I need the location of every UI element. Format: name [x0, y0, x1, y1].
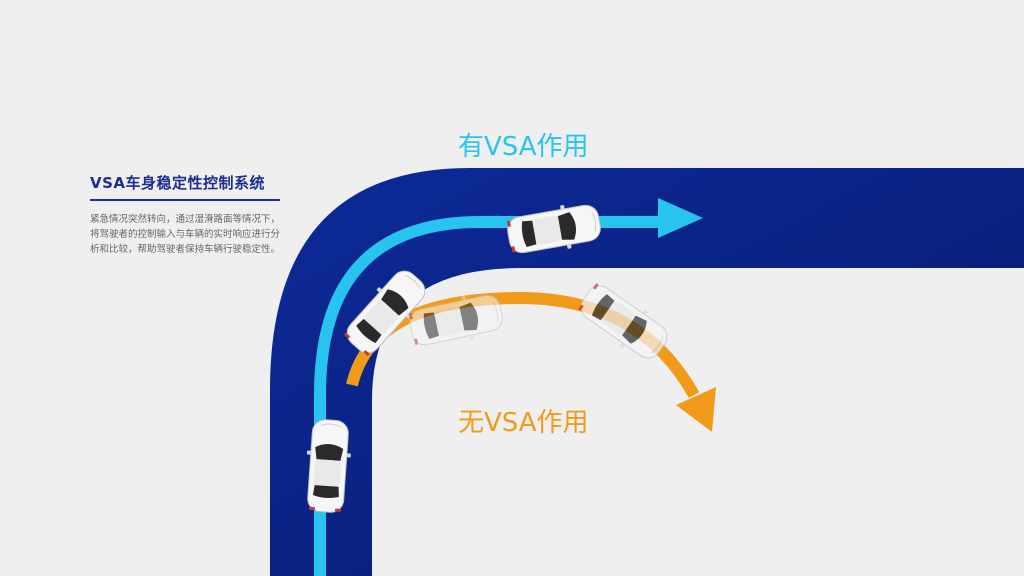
page-title: VSA车身稳定性控制系统: [90, 174, 266, 192]
with-vsa-path: [314, 216, 662, 576]
description-text: 紧急情况突然转向，通过湿滑路面等情况下，将驾驶者的控制输入与车辆的实时响应进行分…: [90, 214, 281, 255]
with-vsa-label: 有VSA作用: [458, 132, 589, 162]
with-vsa-arrow-icon: [658, 198, 703, 238]
road: [270, 168, 1024, 576]
without-vsa-arrow-icon: [676, 387, 716, 432]
without-vsa-label: 无VSA作用: [458, 408, 589, 438]
title-underline: [90, 199, 280, 201]
